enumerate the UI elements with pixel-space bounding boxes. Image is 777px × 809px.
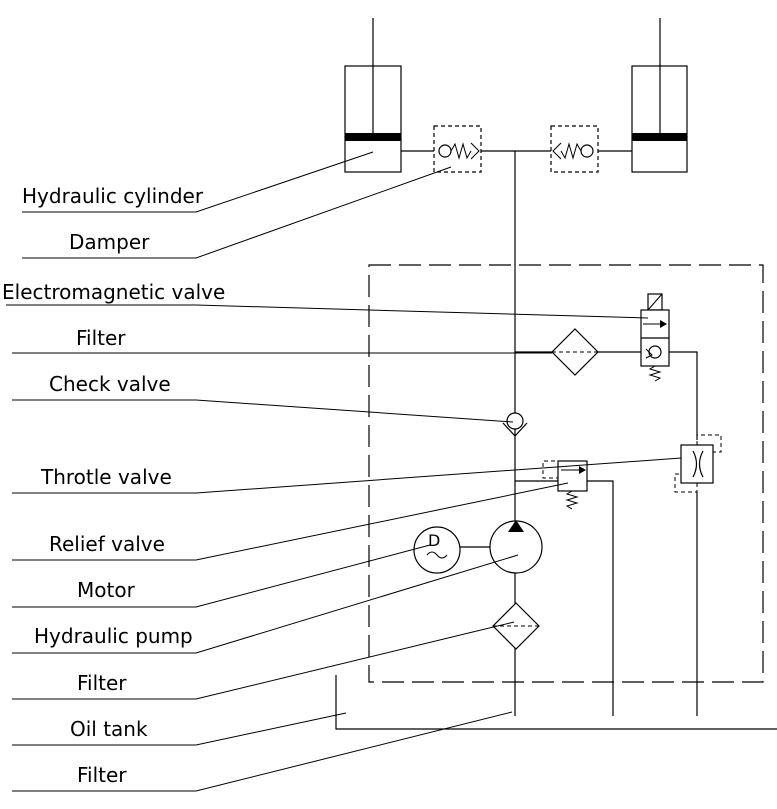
label-hydraulic-cylinder: Hydraulic cylinder — [22, 184, 204, 208]
left-hydraulic-cylinder — [344, 18, 402, 173]
left-damper — [433, 125, 482, 173]
label-filter-2: Filter — [77, 671, 127, 695]
label-damper: Damper — [69, 230, 150, 254]
oil-tank — [335, 675, 777, 730]
label-relief-valve: Relief valve — [49, 532, 165, 556]
label-hydraulic-pump: Hydraulic pump — [34, 624, 193, 648]
ev-return-pipe — [669, 351, 698, 440]
labels: Hydraulic cylinder Damper Electromagneti… — [2, 184, 225, 787]
relief-valve — [515, 460, 614, 716]
label-motor: Motor — [77, 578, 136, 602]
filter-1-symbol — [551, 328, 599, 376]
check-valve — [502, 412, 528, 437]
label-throttle-valve: Throtle valve — [40, 465, 172, 489]
label-check-valve: Check valve — [49, 372, 171, 396]
throttle-valve — [674, 434, 722, 716]
motor-symbol: D — [428, 531, 440, 550]
right-damper — [550, 125, 599, 173]
right-hydraulic-cylinder — [631, 18, 688, 173]
hydraulic-pump — [489, 520, 543, 574]
power-unit-enclosure — [368, 264, 764, 683]
label-oil-tank: Oil tank — [70, 717, 148, 741]
label-filter-3: Filter — [77, 763, 127, 787]
filter-2-symbol — [492, 602, 540, 650]
motor: D — [413, 526, 490, 574]
leader-lines — [6, 151, 682, 792]
label-filter-1: Filter — [76, 326, 126, 350]
electromagnetic-valve — [640, 293, 670, 382]
label-electromagnetic-valve: Electromagnetic valve — [2, 280, 225, 304]
